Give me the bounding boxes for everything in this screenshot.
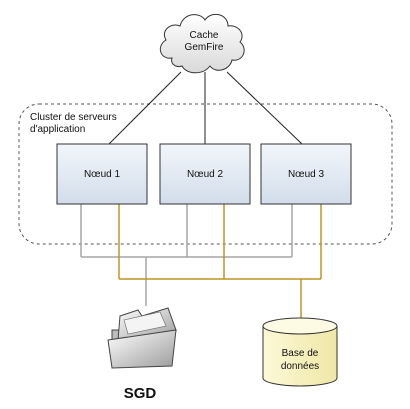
sgd-folder: SGD [107,307,177,402]
node-2-label: Nœud 2 [187,169,224,180]
gold-links [118,204,322,318]
node-3: Nœud 3 [260,143,352,205]
cache-label-line2: GemFire [185,42,224,53]
cache-cloud: Cache GemFire [159,13,245,74]
node-1-label: Nœud 1 [84,169,121,180]
cache-label-line1: Cache [190,30,219,41]
sgd-label: SGD [124,385,157,402]
node-1-box [56,143,148,205]
database-label-line2: données [281,361,319,372]
node-1: Nœud 1 [56,143,148,205]
node-2-box [159,143,251,205]
node-3-label: Nœud 3 [288,169,325,180]
database-icon [262,317,338,387]
database: Base de données [262,317,338,387]
folder-icon [107,307,177,369]
node-2: Nœud 2 [159,143,251,205]
node-3-box [260,143,352,205]
cloud-icon [159,13,245,74]
cluster-label-line1: Cluster de serveurs [30,112,117,123]
gray-links [80,204,293,306]
cluster-label-line2: d'application [30,124,85,135]
cache-links [108,71,303,145]
database-label-line1: Base de [282,348,319,359]
cluster-boundary [18,103,393,245]
